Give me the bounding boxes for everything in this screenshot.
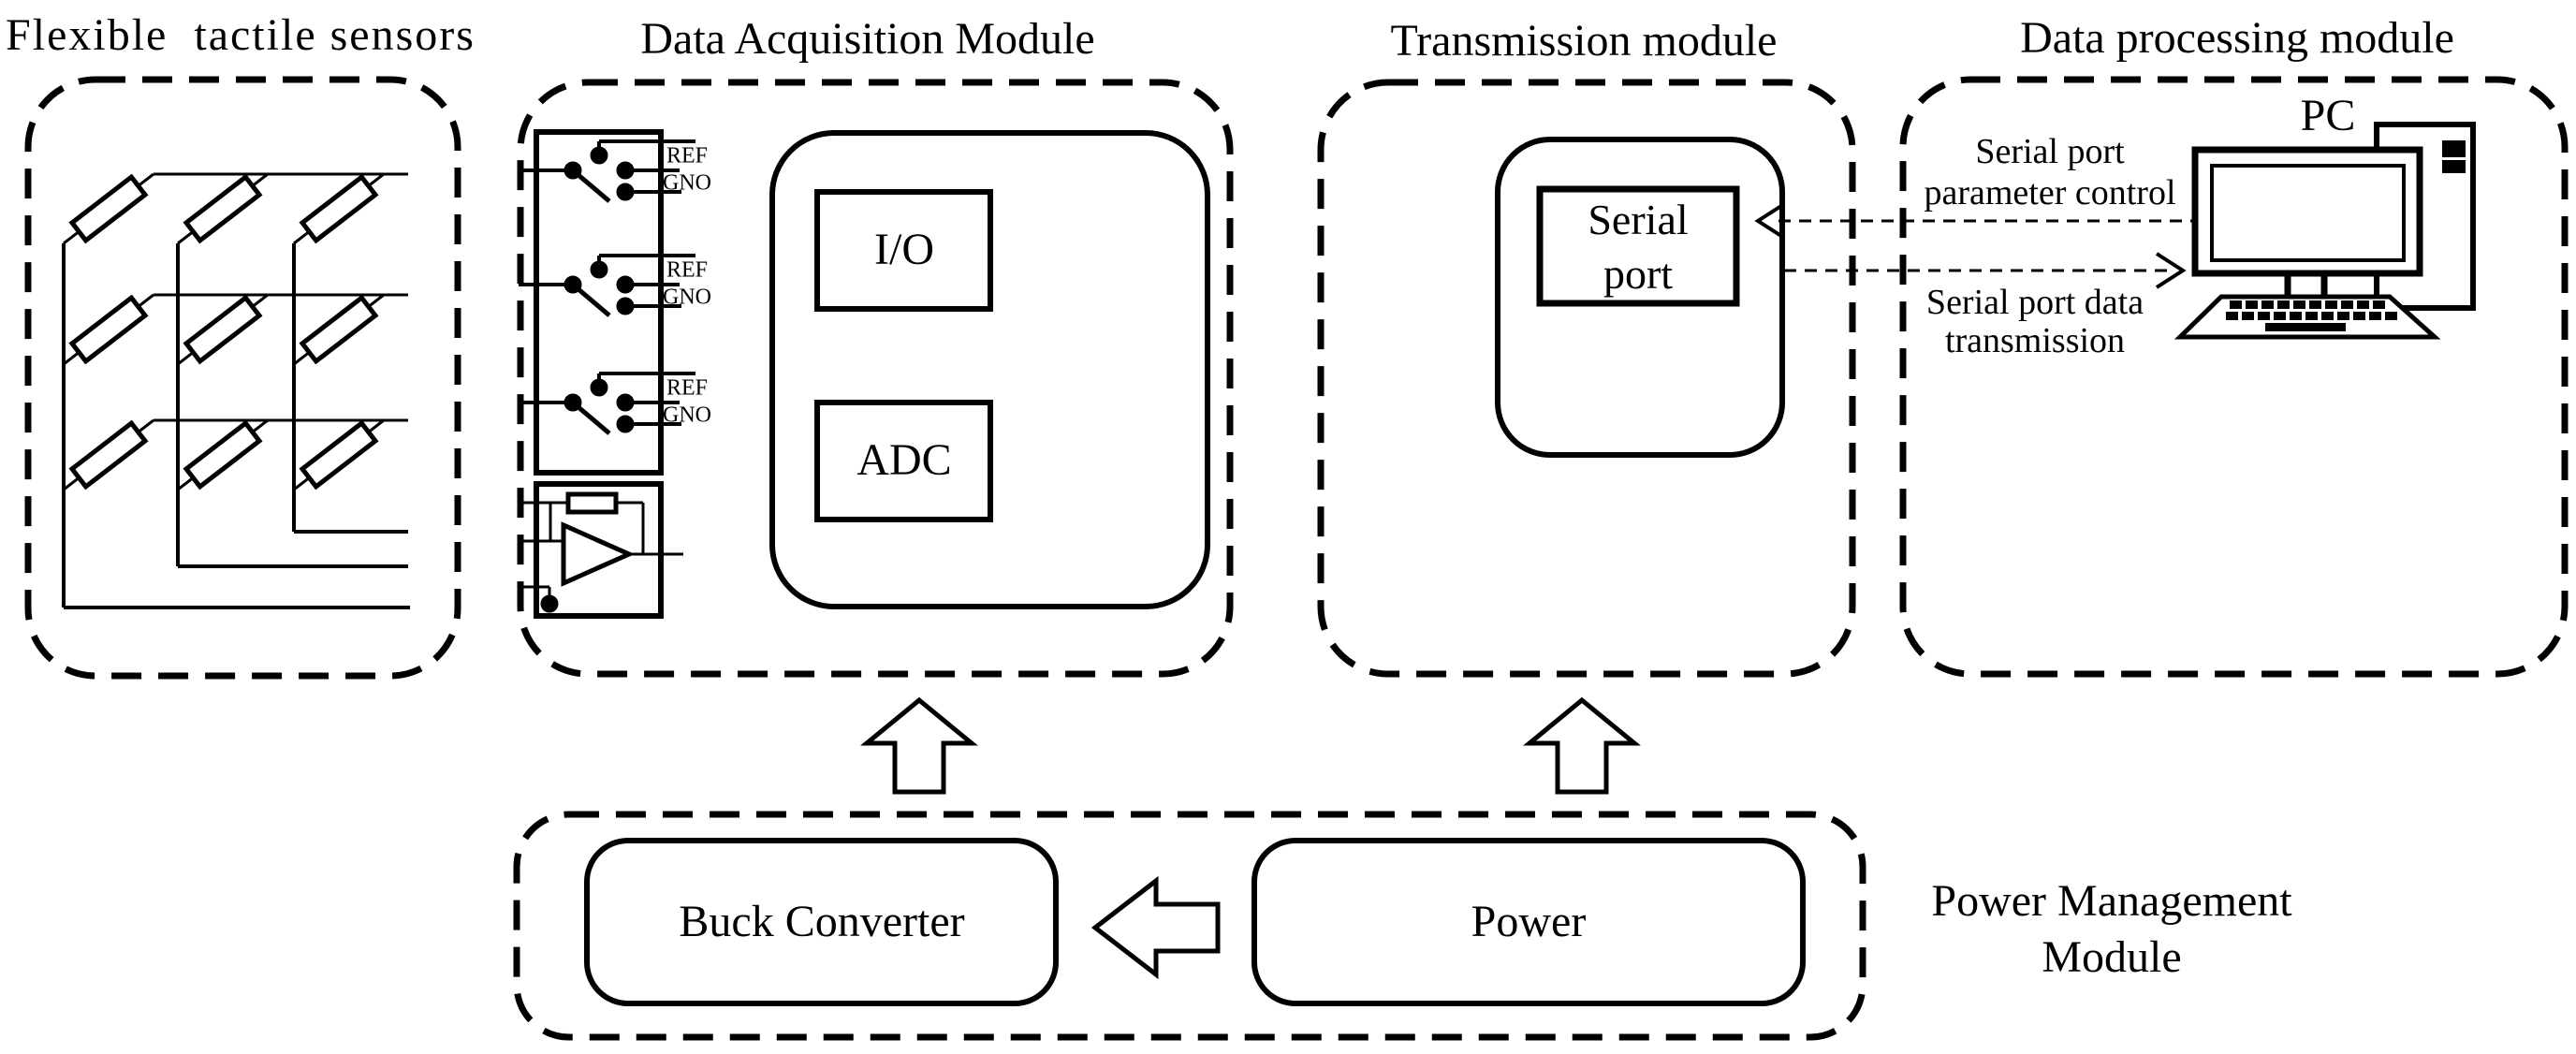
- transmission-module-title: Transmission module: [1390, 15, 1778, 66]
- ref-label: REF: [666, 143, 709, 168]
- ref-label: REF: [666, 375, 709, 401]
- mcu-chip-outline: [769, 130, 1210, 609]
- mux-switch-icon: [519, 254, 695, 317]
- switch-bank: [519, 129, 695, 476]
- power-module-outline: [513, 811, 1866, 1041]
- buck-converter-box: [584, 838, 1059, 1006]
- resistor-icon: [183, 173, 263, 244]
- serial-data-arrow-icon: [1784, 252, 2187, 289]
- resistor-icon: [183, 419, 263, 490]
- serial-data-label-line1: Serial port data: [1925, 283, 2144, 323]
- adc-box: [814, 400, 993, 522]
- serial-control-arrow-icon: [1754, 202, 2194, 240]
- sensors-module-title: Flexible tactile sensors: [6, 9, 476, 60]
- power-source-label: Power: [1471, 896, 1587, 946]
- processing-module-outline: [1899, 76, 2569, 678]
- gnd-label: GNO: [663, 403, 711, 428]
- pc-icon: [2174, 122, 2476, 340]
- serial-port-box: [1536, 185, 1740, 307]
- power-to-buck-arrow-icon: [1090, 875, 1221, 980]
- pc-label: PC: [2300, 90, 2356, 140]
- io-box: [814, 189, 993, 312]
- adc-label: ADC: [856, 434, 952, 485]
- power-feed-arrow-transmission-icon: [1523, 696, 1641, 795]
- serial-port-label-line2: port: [1603, 249, 1674, 298]
- io-label: I/O: [874, 224, 934, 274]
- mux-switch-icon: [519, 372, 695, 435]
- transmission-module-outline: [1317, 79, 1856, 678]
- mux-switch-icon: [519, 139, 695, 203]
- resistor-icon: [299, 173, 379, 244]
- resistor-icon: [299, 419, 379, 490]
- resistor-icon: [299, 294, 379, 365]
- transceiver-chip-outline: [1495, 137, 1785, 458]
- sensors-module-outline: [24, 76, 461, 680]
- power-module-title-line1: Power Management: [1931, 875, 2292, 926]
- gnd-label: GNO: [663, 285, 711, 310]
- resistor-icon: [68, 419, 149, 490]
- sensor-grid: [62, 172, 410, 609]
- power-feed-arrow-daq-icon: [860, 696, 978, 795]
- ref-label: REF: [666, 257, 709, 283]
- serial-port-label-line1: Serial: [1588, 195, 1689, 243]
- gnd-label: GNO: [663, 170, 711, 196]
- resistor-icon: [183, 294, 263, 365]
- power-source-box: [1251, 838, 1806, 1006]
- daq-module-title: Data Acquisition Module: [640, 13, 1095, 64]
- processing-module-title: Data processing module: [2020, 12, 2454, 63]
- pc-keyboard-icon: [2174, 294, 2441, 340]
- buck-converter-label: Buck Converter: [679, 896, 965, 946]
- serial-data-label-line2: transmission: [1944, 321, 2126, 361]
- amplifier-icon: [520, 481, 683, 619]
- daq-module-outline: [517, 79, 1234, 678]
- serial-control-label-line1: Serial port: [1975, 132, 2125, 172]
- serial-control-label-line2: parameter control: [1924, 173, 2176, 213]
- resistor-icon: [68, 294, 149, 365]
- power-module-title-line2: Module: [2042, 931, 2182, 982]
- resistor-icon: [68, 173, 149, 244]
